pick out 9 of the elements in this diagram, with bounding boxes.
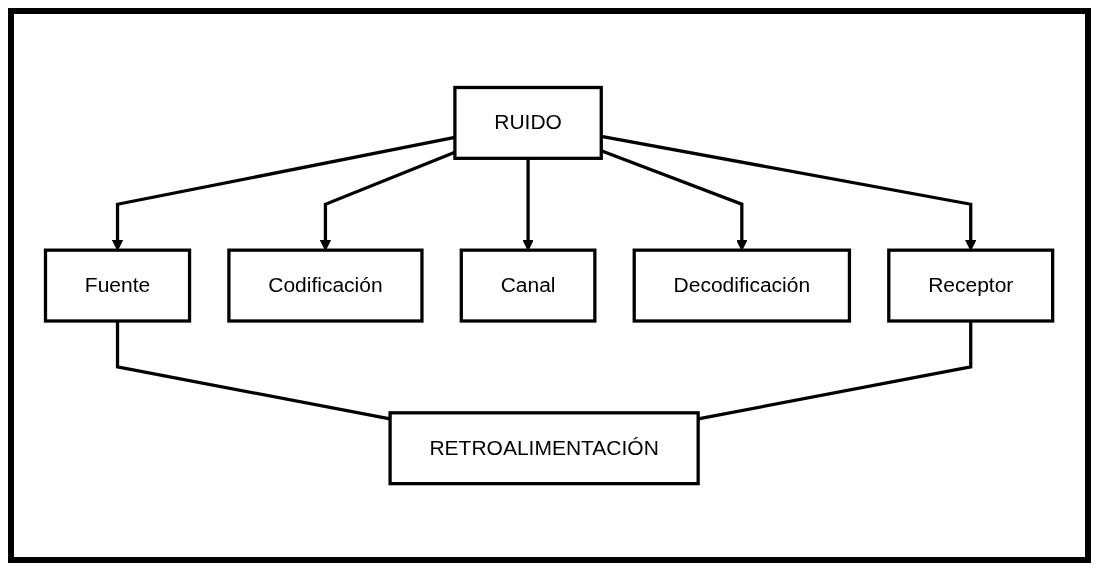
node-box	[633, 248, 852, 323]
diagram-frame: RUIDO Fuente Codificación Canal Decodificación Receptor RETROALIMENTACIÓN	[8, 8, 1091, 563]
node-box	[887, 248, 1055, 323]
node-box	[44, 248, 192, 323]
node-box	[453, 85, 604, 160]
node-box	[460, 248, 597, 323]
arrow	[522, 158, 535, 251]
node-box	[388, 411, 701, 486]
node-box	[227, 248, 424, 323]
